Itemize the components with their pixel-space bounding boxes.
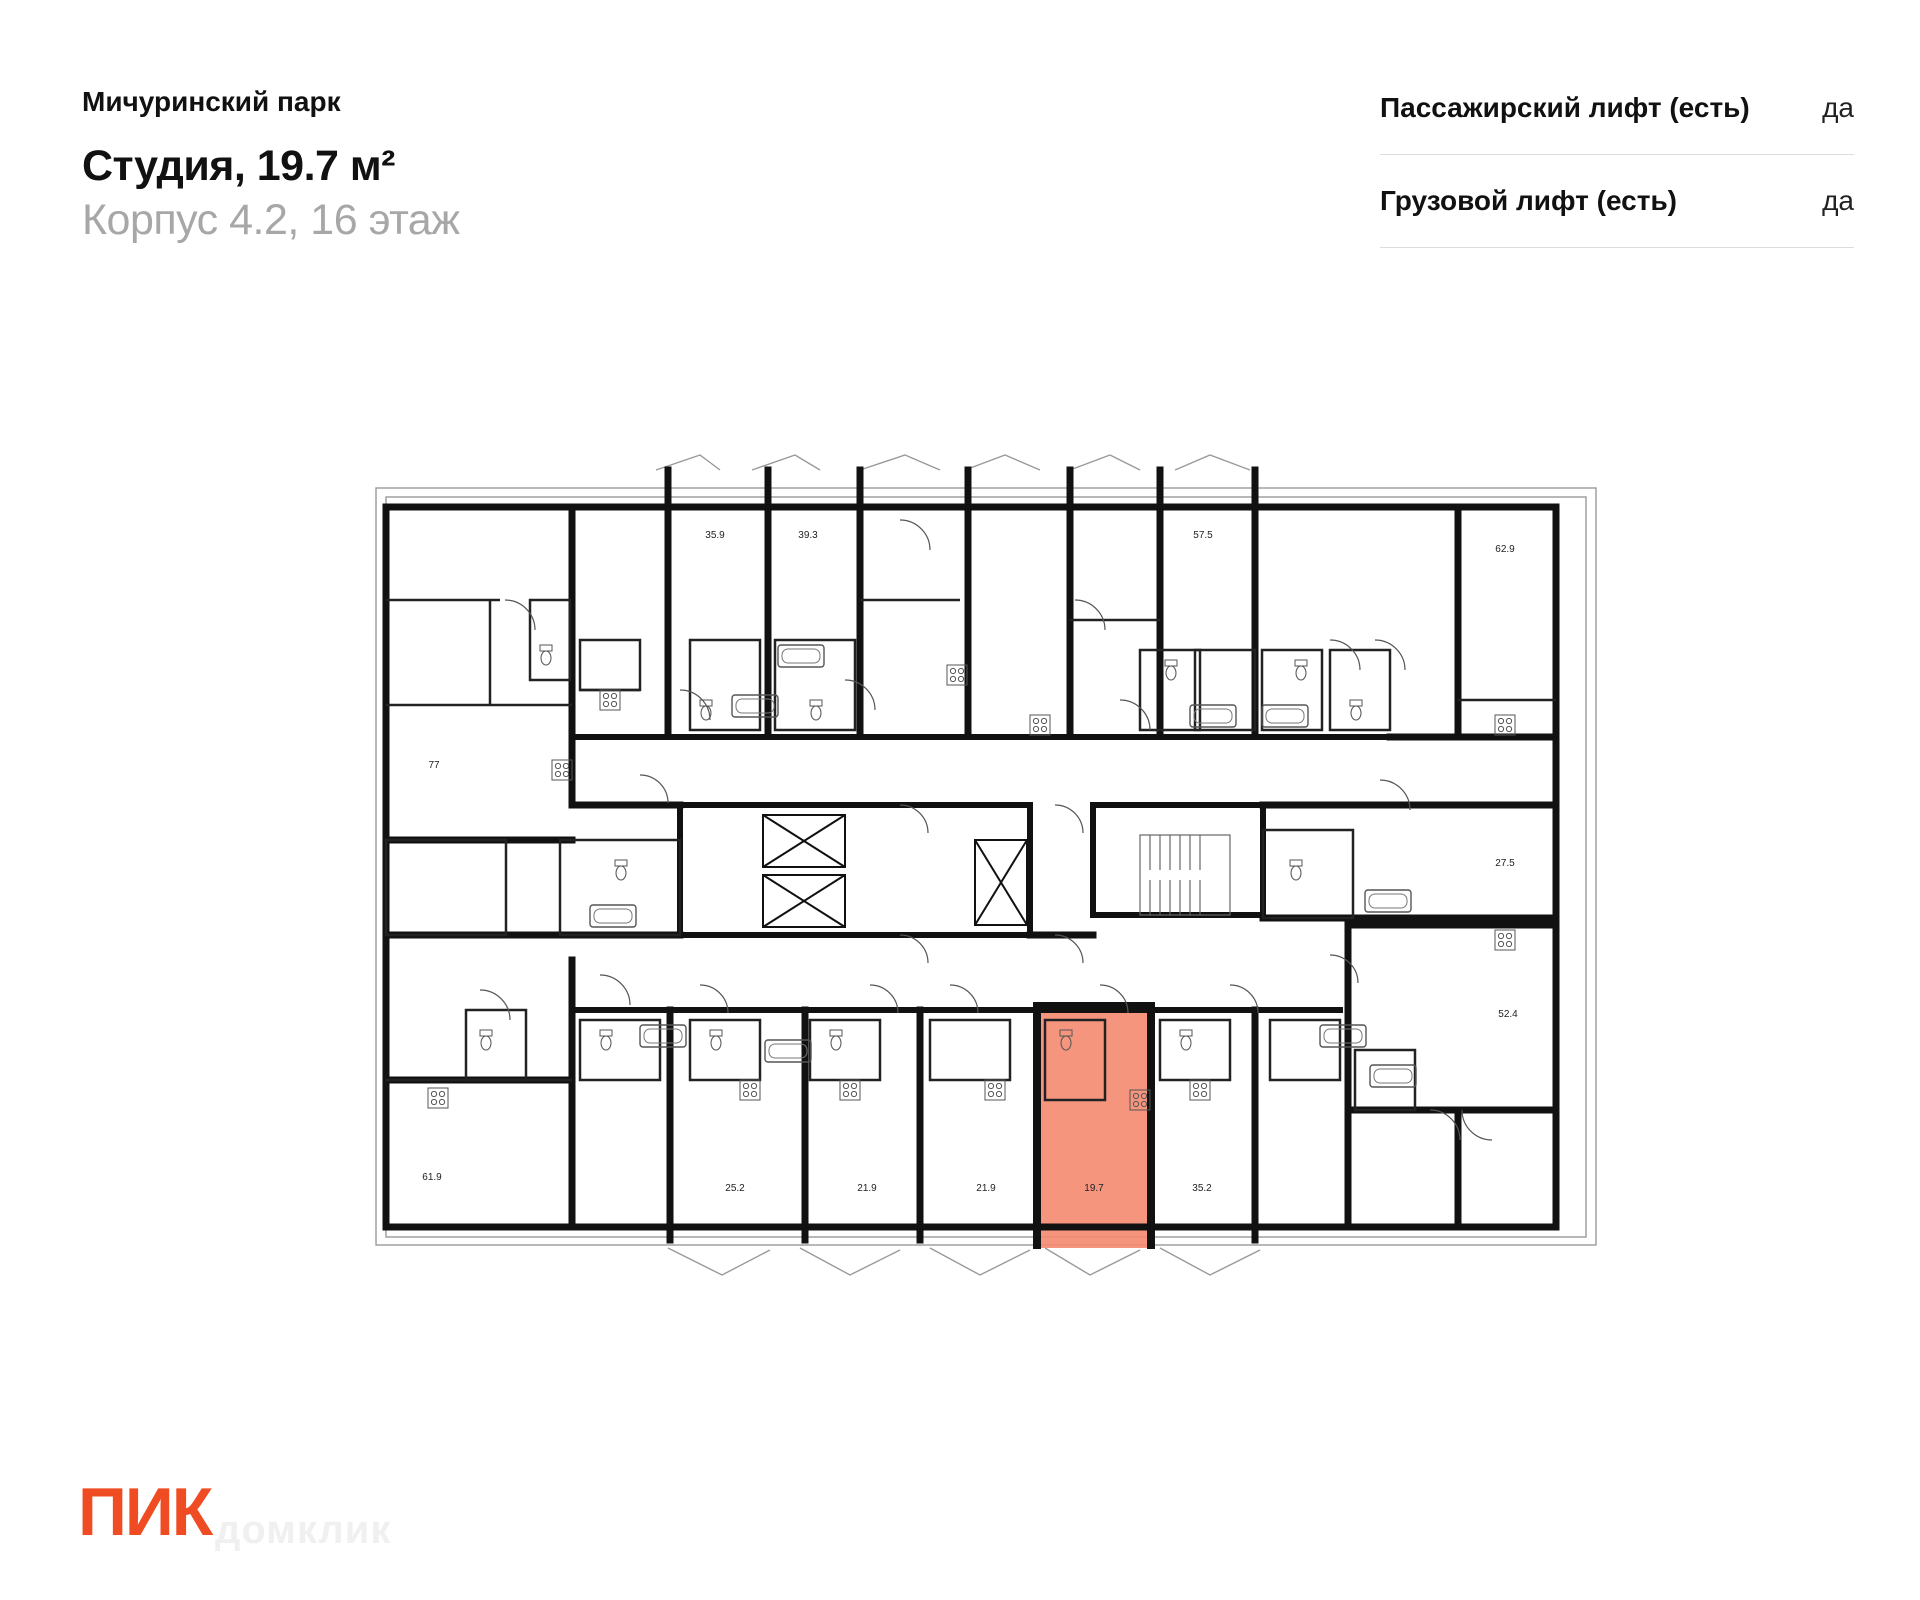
apartment-area-label-selected: 19.7 (1084, 1183, 1104, 1194)
feature-value: да (1822, 185, 1854, 216)
apartment-area-label: 27.5 (1495, 858, 1515, 869)
feature-value: да (1822, 92, 1854, 123)
apartment-area-label: 57.5 (1193, 530, 1213, 541)
apartment-area-label: 52.4 (1498, 1009, 1518, 1020)
feature-label: Пассажирский лифт (есть) (1380, 92, 1750, 123)
feature-freight-lift: Грузовой лифт (есть) да (1380, 155, 1854, 248)
pik-logo: ПИК (78, 1474, 213, 1550)
elevators (762, 814, 1028, 928)
apartment-area-label: 35.2 (1192, 1183, 1212, 1194)
features-list: Пассажирский лифт (есть) да Грузовой лиф… (1380, 62, 1854, 248)
selected-apartment-highlight[interactable] (1037, 1006, 1151, 1248)
apartment-area-label: 35.9 (705, 530, 725, 541)
stairs (1139, 834, 1231, 916)
interior-partitions (384, 598, 1556, 1112)
apartment-area-label: 21.9 (857, 1183, 877, 1194)
walls (382, 466, 1560, 1249)
domclick-watermark: домклик (215, 1508, 392, 1552)
apartment-area-label: 61.9 (422, 1172, 442, 1183)
apartment-area-label: 62.9 (1495, 544, 1515, 555)
project-name: Мичуринский парк (82, 86, 341, 117)
apartment-area-label: 21.9 (976, 1183, 996, 1194)
feature-passenger-lift: Пассажирский лифт (есть) да (1380, 62, 1854, 155)
door-swings (479, 519, 1493, 1141)
feature-label: Грузовой лифт (есть) (1380, 185, 1677, 216)
page-title: Студия, 19.7 м² (82, 142, 396, 190)
apartment-area-label: 77 (428, 760, 440, 771)
apartment-area-label: 25.2 (725, 1183, 745, 1194)
apartment-area-label: 39.3 (798, 530, 818, 541)
building-floor-subtitle: Корпус 4.2, 16 этаж (82, 196, 460, 244)
